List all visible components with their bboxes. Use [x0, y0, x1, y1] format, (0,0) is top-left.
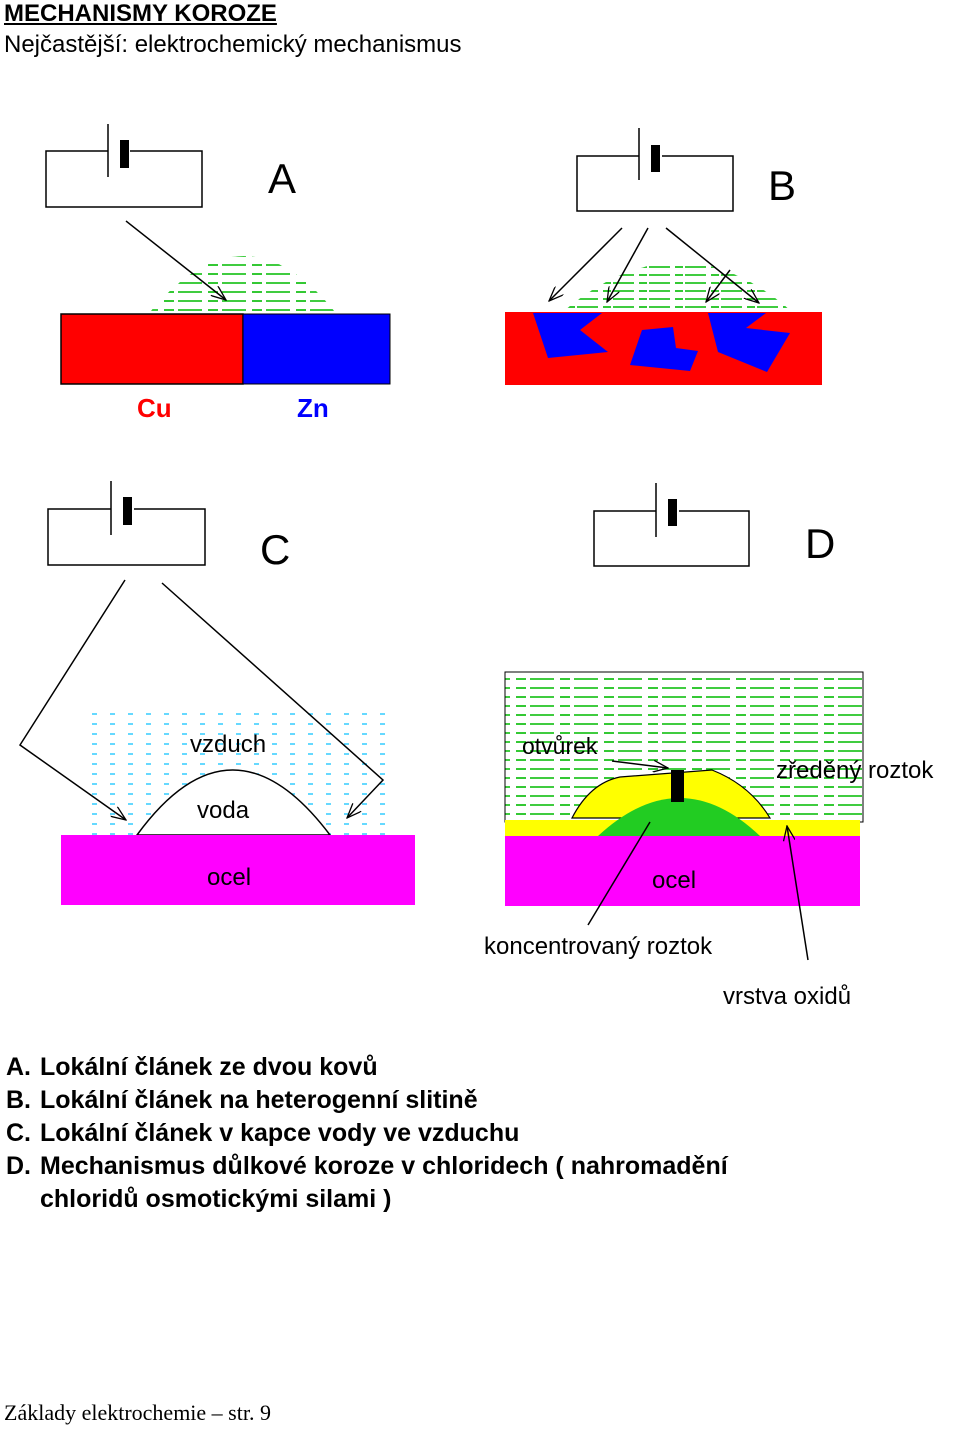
- opening-label: otvůrek: [522, 733, 598, 759]
- caption-key: [6, 1183, 40, 1216]
- page-footer: Základy elektrochemie – str. 9: [4, 1400, 271, 1425]
- caption-key: B.: [6, 1086, 31, 1114]
- battery-plate-b: [651, 145, 660, 172]
- panel-a-letter: A: [268, 155, 296, 202]
- caption-d-continued: chloridů osmotickými silami ): [6, 1183, 728, 1216]
- panel-c-letter: C: [260, 526, 290, 573]
- battery-circuit-d: [593, 483, 750, 567]
- caption-c: C. Lokální článek v kapce vody ve vzduch…: [6, 1117, 728, 1150]
- dilute-label: zředěný roztok: [776, 757, 934, 784]
- air-label: vzduch: [190, 731, 266, 758]
- grain-1: [533, 313, 608, 358]
- concentrated-label: koncentrovaný roztok: [484, 933, 713, 960]
- steel-label-d: ocel: [652, 867, 696, 894]
- panel-d: D otvůrek zředěný roztok ocel koncentrov…: [484, 483, 934, 1010]
- caption-key: D.: [6, 1152, 31, 1180]
- caption-a: A. Lokální článek ze dvou kovů: [6, 1051, 728, 1084]
- lead-wires-b: [549, 227, 759, 303]
- grain-2: [630, 327, 698, 371]
- concentrated-solution: [598, 798, 760, 836]
- caption-text: Mechanismus důlkové koroze v chloridech …: [40, 1152, 728, 1180]
- water-drop-c: [135, 769, 332, 836]
- corrosion-diagram: A Cu Zn B C: [18, 124, 934, 1010]
- zinc-block: [242, 313, 391, 385]
- caption-d: D. Mechanismus důlkové koroze v chloride…: [6, 1150, 728, 1183]
- battery-circuit-a: [45, 124, 203, 208]
- battery-plate-c: [123, 497, 132, 525]
- water-label: voda: [197, 797, 250, 824]
- copper-block: [60, 313, 244, 385]
- page-title: MECHANISMY KOROZE: [4, 0, 277, 27]
- caption-text: Lokální článek ze dvou kovů: [40, 1053, 378, 1081]
- oxide-label: vrstva oxidů: [723, 983, 851, 1010]
- page-subtitle: Nejčastější: elektrochemický mechanismus: [4, 31, 462, 58]
- grain-3: [708, 313, 790, 372]
- steel-block-c: [61, 835, 415, 905]
- water-drop-a: [150, 256, 335, 312]
- zinc-label: Zn: [297, 393, 329, 423]
- caption-key: A.: [6, 1053, 31, 1081]
- battery-circuit-c: [47, 481, 206, 566]
- caption-list: A. Lokální článek ze dvou kovů B. Lokáln…: [6, 1051, 728, 1216]
- panel-b-letter: B: [768, 162, 796, 209]
- pointer-lines-d: [587, 761, 809, 961]
- battery-circuit-b: [576, 128, 734, 212]
- battery-plate-d: [668, 499, 677, 526]
- steel-label-c: ocel: [207, 864, 251, 891]
- caption-text: Lokální článek v kapce vody ve vzduchu: [40, 1119, 520, 1147]
- panel-a: A Cu Zn: [45, 124, 391, 423]
- lead-wire-a: [125, 220, 226, 300]
- panel-c: C vzduch voda ocel: [18, 481, 415, 905]
- caption-text: Lokální článek na heterogenní slitině: [40, 1086, 478, 1114]
- lead-wires-c: [18, 579, 385, 820]
- panel-d-letter: D: [805, 520, 835, 567]
- opening-marker: [671, 770, 684, 802]
- caption-text: chloridů osmotickými silami ): [40, 1185, 392, 1213]
- caption-b: B. Lokální článek na heterogenní slitině: [6, 1084, 728, 1117]
- caption-key: C.: [6, 1119, 31, 1147]
- panel-b: B: [505, 128, 822, 385]
- copper-label: Cu: [137, 393, 172, 423]
- steel-block-d: [505, 836, 860, 906]
- water-drop-b: [565, 262, 790, 310]
- battery-plate-a: [120, 140, 129, 168]
